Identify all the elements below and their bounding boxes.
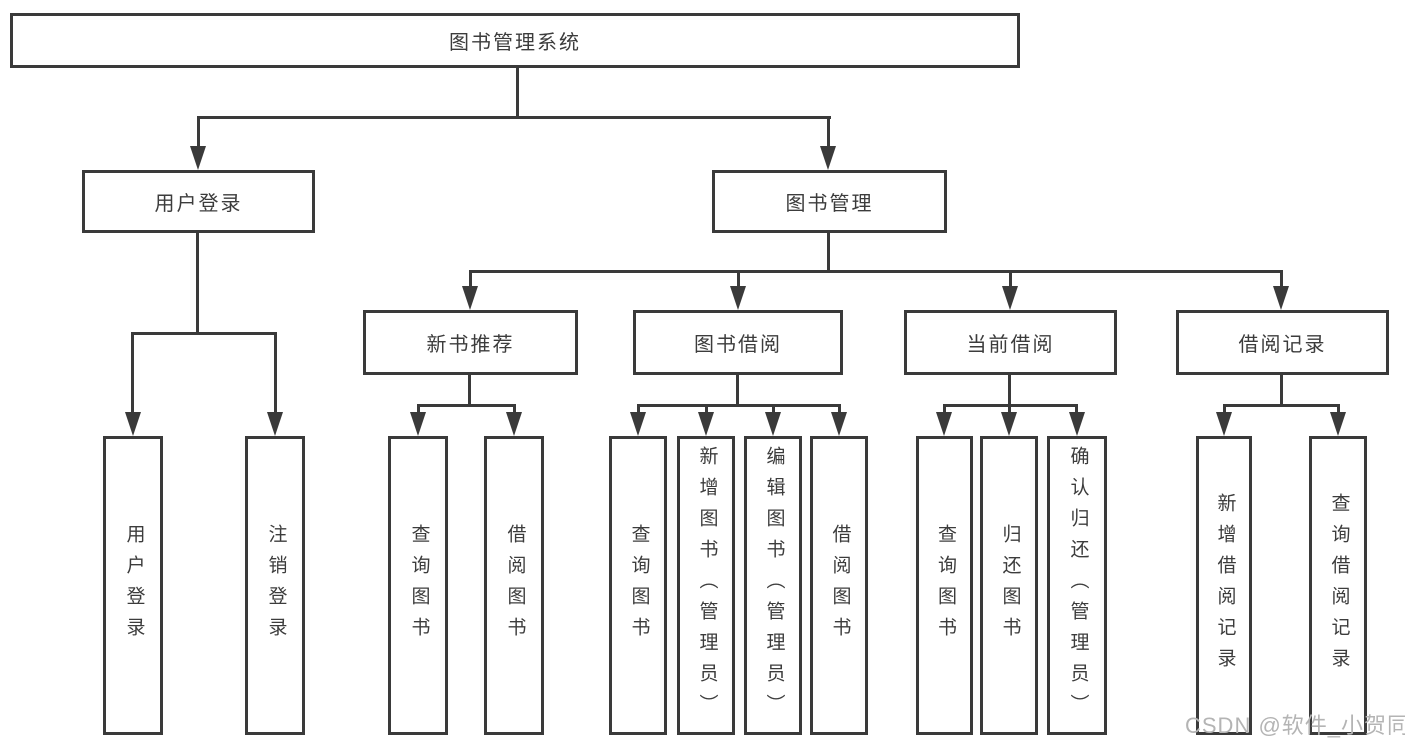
leaf-current-confirm-return-admin: 确认归还（管理员） [1047, 436, 1107, 735]
connector-line [417, 404, 420, 416]
connector-line [1075, 404, 1078, 416]
connector-line [737, 270, 740, 288]
node-book-borrowing-label: 图书借阅 [694, 334, 782, 356]
node-book-management-label: 图书管理 [785, 193, 874, 215]
connector-line [772, 404, 775, 416]
arrow-down [831, 412, 847, 436]
node-book-management: 图书管理 [712, 170, 947, 233]
arrow-down [730, 286, 746, 310]
leaf-borrow-borrow-books-label: 借阅图书 [829, 523, 851, 648]
leaf-record-add-borrow-record: 新增借阅记录 [1196, 436, 1252, 735]
connector-line [513, 404, 516, 416]
arrow-down [1330, 412, 1346, 436]
leaf-newbook-query-books: 查询图书 [388, 436, 448, 735]
leaf-record-add-borrow-record-label: 新增借阅记录 [1214, 492, 1236, 679]
node-user-login: 用户登录 [82, 170, 315, 233]
node-root: 图书管理系统 [10, 13, 1020, 68]
leaf-borrow-borrow-books: 借阅图书 [810, 436, 868, 735]
connector-line [827, 116, 830, 150]
node-borrowing-records: 借阅记录 [1176, 310, 1389, 375]
node-root-label: 图书管理系统 [449, 32, 581, 54]
leaf-borrow-add-books-admin-label: 新增图书（管理员） [696, 446, 718, 725]
arrow-down [1002, 286, 1018, 310]
connector-line [827, 233, 830, 273]
connector-line [131, 332, 134, 414]
connector-line [736, 375, 739, 406]
leaf-current-return-books: 归还图书 [980, 436, 1038, 735]
node-current-borrowing: 当前借阅 [904, 310, 1117, 375]
leaf-current-query-books: 查询图书 [916, 436, 973, 735]
arrow-down [462, 286, 478, 310]
leaf-borrow-edit-books-admin: 编辑图书（管理员） [744, 436, 802, 735]
connector-line [197, 116, 831, 119]
arrow-down [125, 412, 141, 436]
leaf-record-query-borrow-record: 查询借阅记录 [1309, 436, 1367, 735]
connector-line [131, 332, 277, 335]
connector-line [1223, 404, 1339, 407]
arrow-down [267, 412, 283, 436]
connector-line [197, 116, 200, 150]
connector-line [1280, 270, 1283, 288]
connector-line [943, 404, 946, 416]
arrow-down [506, 412, 522, 436]
connector-line [1280, 375, 1283, 406]
leaf-borrow-edit-books-admin-label: 编辑图书（管理员） [763, 446, 785, 725]
connector-line [705, 404, 708, 416]
node-new-book-recommend-label: 新书推荐 [426, 334, 515, 356]
connector-line [469, 270, 472, 288]
connector-line [417, 404, 515, 407]
connector-line [637, 404, 840, 407]
leaf-borrow-query-books: 查询图书 [609, 436, 667, 735]
arrow-down [410, 412, 426, 436]
leaf-logout: 注销登录 [245, 436, 305, 735]
leaf-newbook-query-books-label: 查询图书 [408, 523, 430, 648]
node-borrowing-records-label: 借阅记录 [1238, 334, 1327, 356]
leaf-newbook-borrow-books-label: 借阅图书 [504, 523, 526, 648]
leaf-current-return-books-label: 归还图书 [999, 523, 1021, 648]
arrow-down [936, 412, 952, 436]
node-new-book-recommend: 新书推荐 [363, 310, 578, 375]
leaf-user-login: 用户登录 [103, 436, 163, 735]
arrow-down [698, 412, 714, 436]
arrow-down [765, 412, 781, 436]
arrow-down [630, 412, 646, 436]
leaf-record-query-borrow-record-label: 查询借阅记录 [1328, 492, 1350, 679]
connector-line [1337, 404, 1340, 416]
node-current-borrowing-label: 当前借阅 [966, 334, 1055, 356]
node-book-borrowing: 图书借阅 [633, 310, 843, 375]
arrow-down [1069, 412, 1085, 436]
leaf-current-confirm-return-admin-label: 确认归还（管理员） [1067, 446, 1089, 725]
arrow-down [190, 146, 206, 170]
leaf-borrow-add-books-admin: 新增图书（管理员） [677, 436, 735, 735]
connector-line [1009, 270, 1012, 288]
connector-line [1008, 375, 1011, 406]
connector-line [838, 404, 841, 416]
watermark: CSDN @软件_小贺同学 [1185, 713, 1405, 738]
arrow-down [1216, 412, 1232, 436]
connector-line [196, 233, 199, 335]
connector-line [469, 270, 1283, 273]
leaf-user-login-label: 用户登录 [123, 523, 145, 648]
connector-line [637, 404, 640, 416]
connector-line [1008, 404, 1011, 416]
arrow-down [1273, 286, 1289, 310]
arrow-down [1001, 412, 1017, 436]
leaf-current-query-books-label: 查询图书 [934, 523, 956, 648]
connector-line [468, 375, 471, 406]
node-user-login-label: 用户登录 [154, 193, 243, 215]
leaf-newbook-borrow-books: 借阅图书 [484, 436, 544, 735]
leaf-borrow-query-books-label: 查询图书 [628, 523, 650, 648]
connector-line [516, 68, 519, 118]
connector-line [1223, 404, 1226, 416]
arrow-down [820, 146, 836, 170]
leaf-logout-label: 注销登录 [265, 523, 287, 648]
connector-line [274, 332, 277, 414]
